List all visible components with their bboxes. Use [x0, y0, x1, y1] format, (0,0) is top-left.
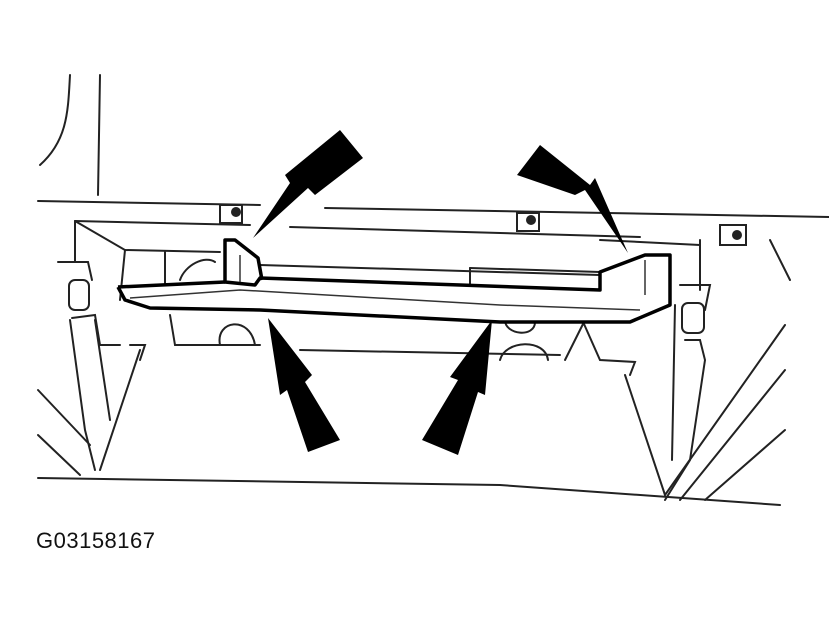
arrow-top-left-icon	[253, 130, 363, 238]
arrow-top-right-icon	[517, 145, 628, 253]
fastener-clips	[219, 204, 747, 246]
arrow-bottom-left-icon	[268, 318, 340, 452]
fastener-screws	[231, 207, 742, 240]
figure-id-caption: G03158167	[36, 528, 156, 553]
arrow-bottom-right-icon	[422, 320, 492, 455]
background-structure	[37, 74, 829, 506]
locating-arrows	[253, 130, 628, 455]
trim-panel	[116, 238, 672, 324]
trim-panel-inner-lines	[129, 255, 646, 311]
